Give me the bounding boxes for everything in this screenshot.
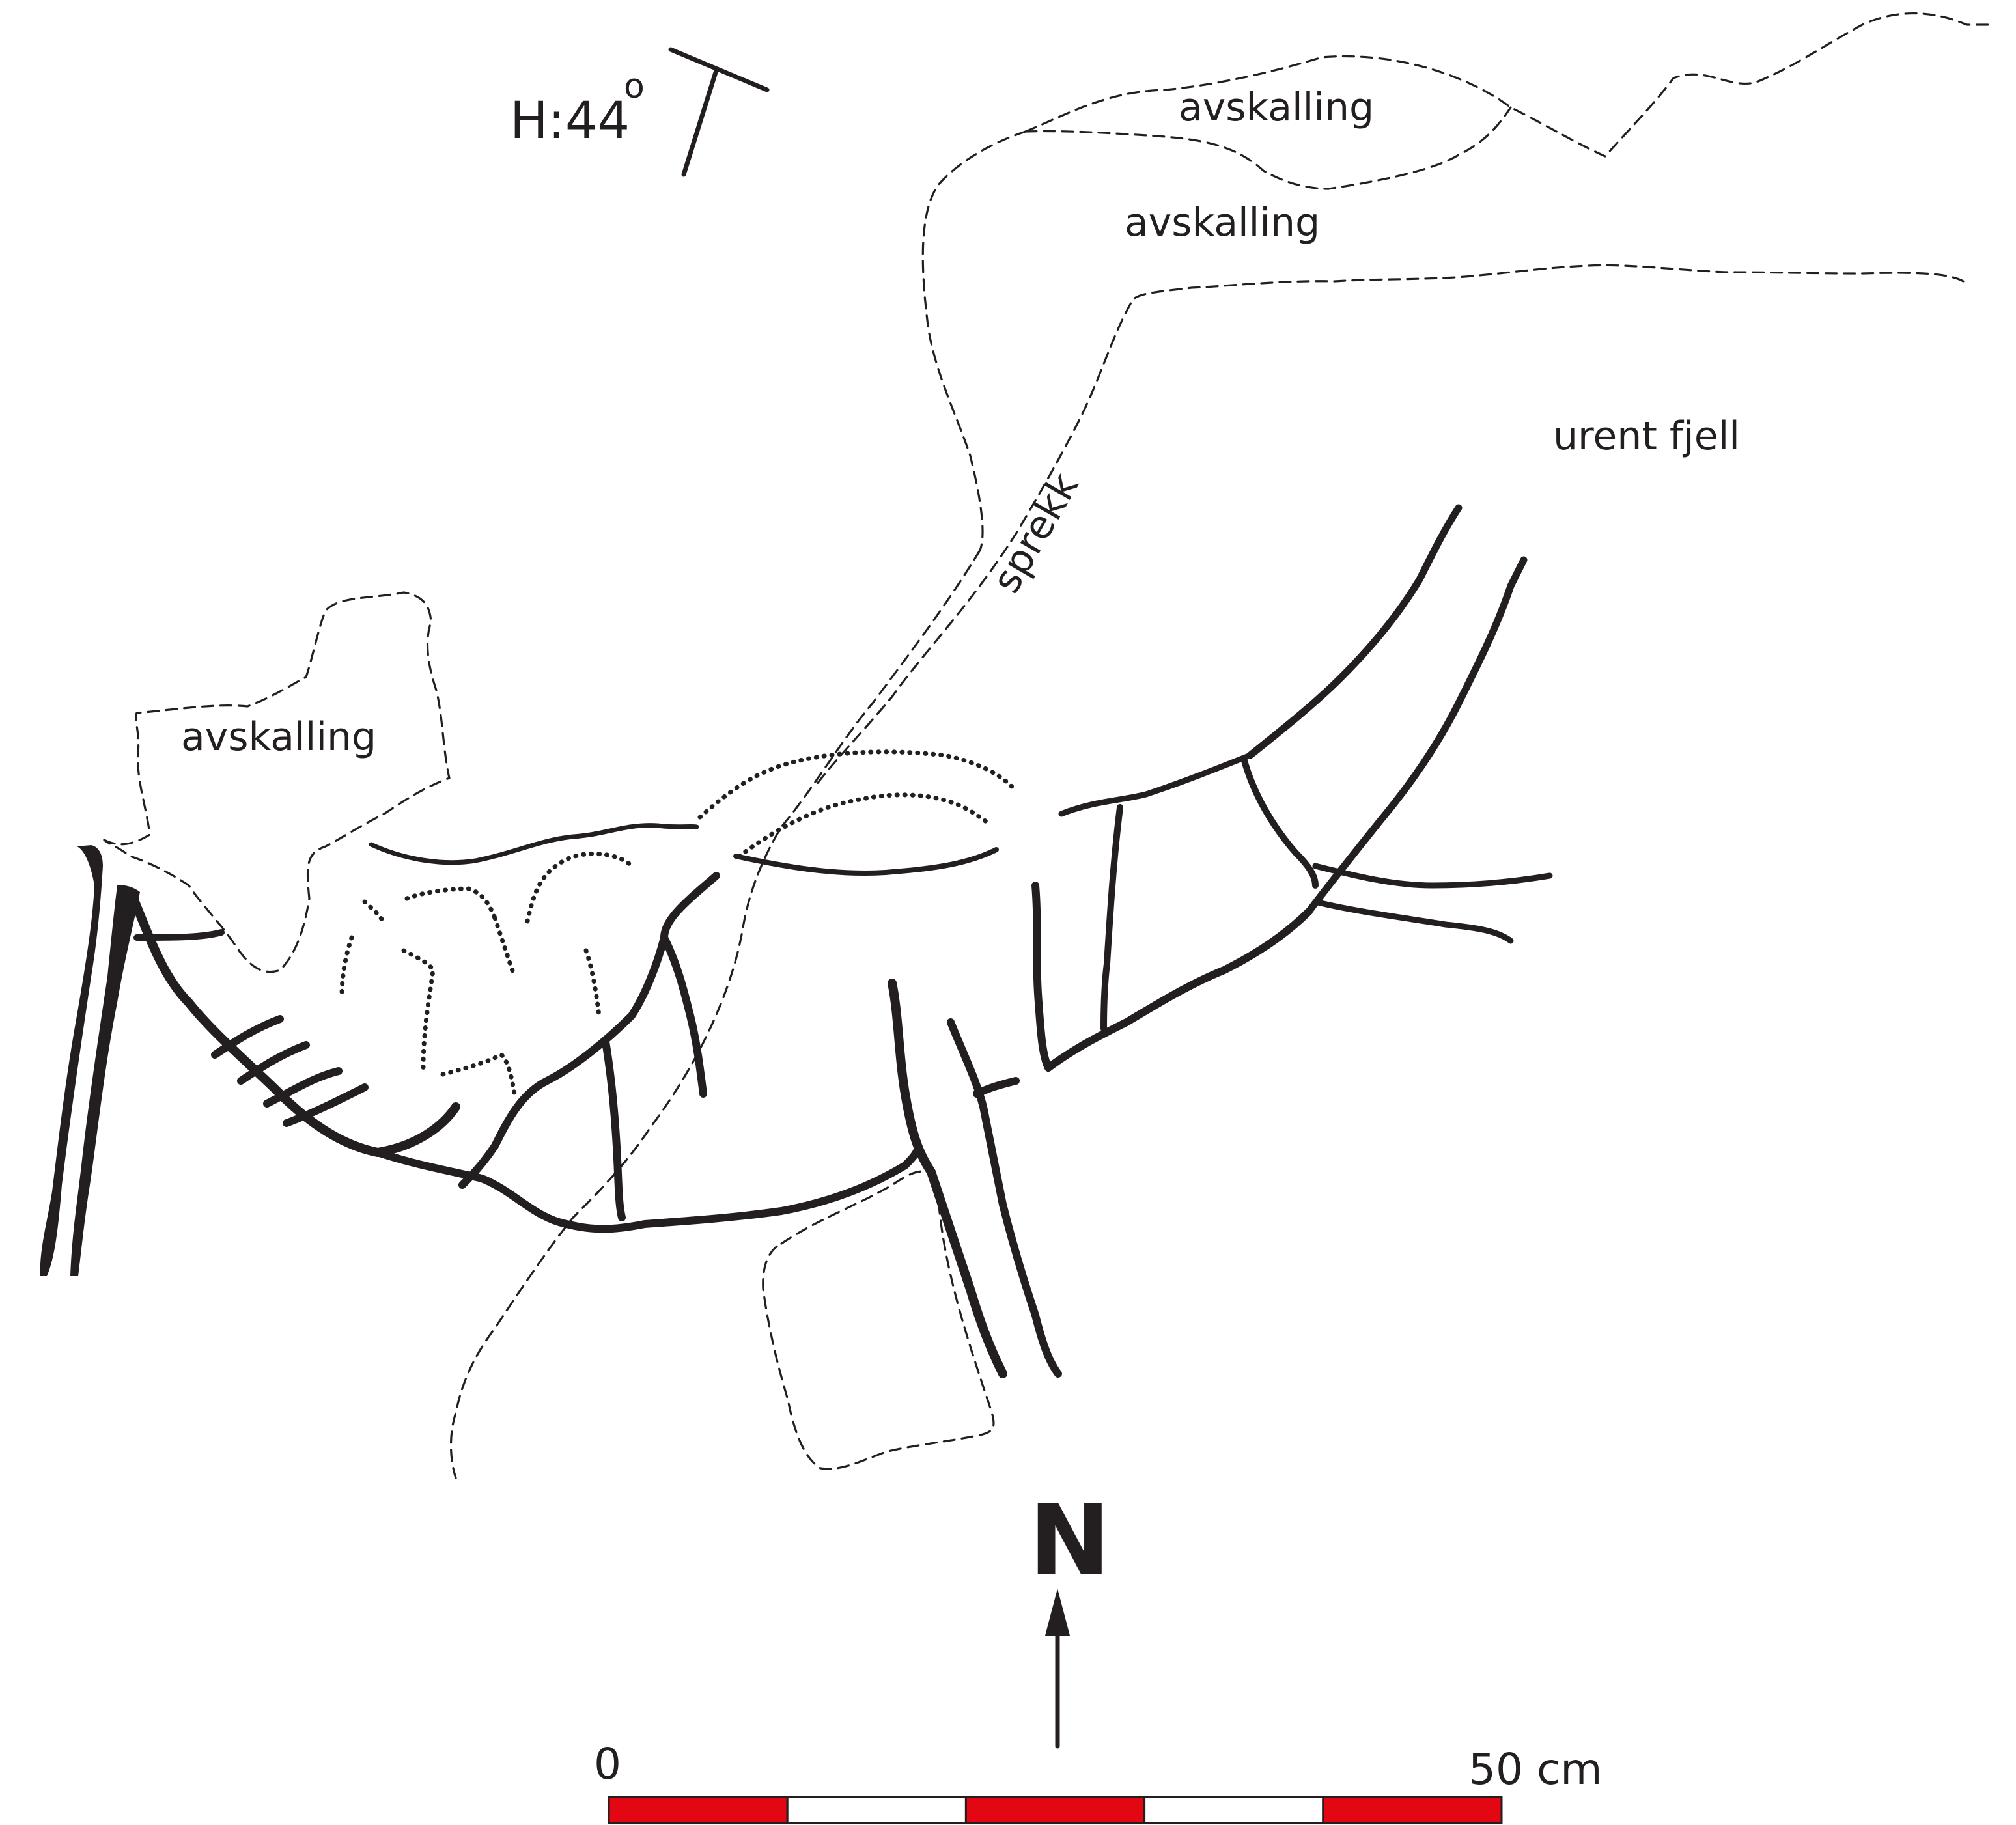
north-arrow: N (1029, 1484, 1111, 1749)
figure-left-horn-2 (70, 885, 140, 1276)
figure-stripe-4 (283, 1083, 369, 1127)
scale-segment (964, 1796, 1146, 1824)
crack-outline-upper (921, 130, 1027, 551)
figure-left-horn (40, 845, 103, 1276)
figure-stripe-3 (263, 1067, 343, 1108)
figure-stripe-2 (237, 1041, 310, 1085)
dotted-neck (401, 948, 436, 1070)
strike-dip-symbol: H:44 o (510, 47, 770, 177)
figure-antler-2 (1305, 556, 1528, 915)
figure-jaw-line (133, 929, 225, 941)
scale-bar: 0 50 cm (594, 1739, 1603, 1824)
scale-start-label: 0 (594, 1739, 621, 1789)
figure-inner-branch-1 (660, 934, 707, 1098)
label-flaking-left: avskalling (181, 714, 376, 760)
scale-segment (608, 1796, 789, 1824)
dashed-outlines (103, 12, 1994, 1479)
dotted-back-line-inner (736, 792, 992, 859)
flaking-lower-outline (762, 1170, 995, 1470)
figure-tail-lower (1312, 899, 1514, 944)
figure-lower-body-rear (1044, 908, 1313, 1072)
flaking-zone-upper-outline (1024, 12, 1994, 158)
north-arrow-head (1045, 1589, 1070, 1636)
crack-line (449, 549, 981, 1479)
carved-figure (40, 504, 1553, 1378)
dotted-head-top (404, 886, 497, 921)
figure-neck-branch (458, 872, 720, 1189)
dotted-head-arc (525, 851, 634, 924)
dotted-back-line-outer (697, 749, 1018, 820)
figure-belly (374, 1142, 922, 1233)
dotted-muzzle (339, 935, 354, 999)
dotted-inner-line (583, 948, 602, 1018)
label-crack: sprekk (983, 466, 1087, 601)
dotted-jaw (440, 1052, 517, 1096)
label-flaking-upper-2: avskalling (1125, 200, 1320, 245)
figure-back-line-right (733, 847, 999, 876)
scale-end-label: 50 cm (1468, 1744, 1603, 1794)
strike-dip-label: H:44 (510, 92, 630, 150)
flaking-zone-lower-outline (1024, 106, 1512, 190)
figure-stripe-1 (211, 1015, 284, 1059)
figure-section-line-1 (1031, 882, 1052, 1072)
figure-section-line-2 (1100, 804, 1123, 1032)
dotted-uncertain-lines (339, 749, 1018, 1096)
figure-tail-upper (1312, 863, 1553, 889)
rough-rock-boundary (813, 264, 1965, 789)
dotted-head-right (492, 915, 517, 979)
figure-rear-leg-connector (973, 1077, 1020, 1098)
figure-back-line (369, 823, 699, 865)
figure-section-line-3 (1240, 755, 1319, 889)
label-rough-rock: urent fjell (1553, 413, 1740, 459)
scale-segment (1143, 1796, 1324, 1824)
figure-rear-leg-2 (947, 1018, 1062, 1378)
dip-line (681, 68, 719, 177)
dotted-ear (362, 899, 387, 927)
figure-inner-branch-2 (602, 1038, 626, 1221)
north-label: N (1029, 1484, 1111, 1598)
figure-antler-1 (1246, 504, 1463, 759)
scale-segments (608, 1796, 1503, 1824)
figure-upper-body-rear (1058, 752, 1253, 817)
figure-rear-leg-1 (888, 979, 1007, 1378)
scale-segment (1322, 1796, 1503, 1824)
scale-segment (786, 1796, 967, 1824)
label-flaking-upper-1: avskalling (1179, 85, 1374, 130)
flaking-left-outline (103, 591, 451, 973)
strike-dip-degree: o (624, 67, 645, 106)
strike-line (668, 47, 770, 92)
